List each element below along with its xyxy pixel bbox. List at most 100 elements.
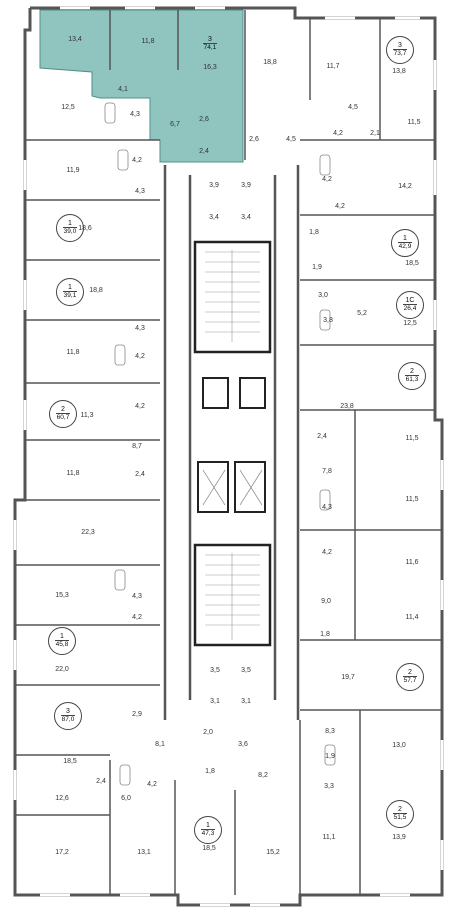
badge-area: 39,0 — [62, 227, 78, 235]
badge-area: 74,1 — [202, 43, 218, 51]
badge-rooms: 2 — [410, 368, 414, 375]
room-area-label: 11,3 — [80, 412, 94, 419]
room-area-label: 8,3 — [325, 728, 335, 735]
room-area-label: 1,9 — [325, 753, 335, 760]
room-area-label: 11,5 — [405, 496, 419, 503]
room-area-label: 4,3 — [322, 504, 332, 511]
room-area-label: 11,8 — [141, 38, 155, 45]
room-area-label: 3,5 — [210, 667, 220, 674]
room-area-label: 8,1 — [155, 741, 165, 748]
room-area-label: 8,2 — [258, 772, 268, 779]
room-area-label: 22,0 — [55, 666, 69, 673]
room-area-label: 2,1 — [370, 130, 380, 137]
room-area-label: 14,2 — [398, 183, 412, 190]
room-area-label: 17,2 — [55, 849, 69, 856]
room-area-label: 3,4 — [241, 214, 251, 221]
room-area-label: 9,0 — [321, 598, 331, 605]
room-area-label: 1,8 — [205, 768, 215, 775]
badge-rooms: 2 — [408, 669, 412, 676]
room-area-label: 7,8 — [322, 468, 332, 475]
badge-area: 73,7 — [392, 49, 408, 57]
badge-area: 57,7 — [402, 676, 418, 684]
room-area-label: 18,6 — [78, 225, 92, 232]
room-area-label: 2,0 — [203, 729, 213, 736]
room-area-label: 4,3 — [135, 188, 145, 195]
badge-area: 39,1 — [62, 291, 78, 299]
room-area-label: 13,8 — [392, 68, 406, 75]
room-area-label: 2,6 — [199, 116, 209, 123]
room-area-label: 3,4 — [209, 214, 219, 221]
badge-rooms: 3 — [208, 36, 212, 43]
room-area-label: 3,9 — [209, 182, 219, 189]
elevator-crosses — [202, 469, 263, 506]
room-area-label: 16,3 — [203, 64, 217, 71]
badge-rooms: 1 — [206, 822, 210, 829]
room-area-label: 18,8 — [263, 59, 277, 66]
room-area-label: 12,5 — [403, 320, 417, 327]
room-area-label: 5,2 — [357, 310, 367, 317]
selected-apartment-area[interactable] — [39, 9, 244, 163]
room-area-label: 6,0 — [121, 795, 131, 802]
room-area-label: 23,8 — [340, 403, 354, 410]
room-area-label: 13,0 — [392, 742, 406, 749]
room-area-label: 18,8 — [89, 287, 103, 294]
stairwell-top — [193, 240, 272, 354]
room-area-label: 4,5 — [286, 136, 296, 143]
room-area-label: 3,6 — [238, 741, 248, 748]
room-area-label: 3,9 — [241, 182, 251, 189]
badge-rooms: 1С — [405, 297, 415, 304]
room-area-label: 4,2 — [132, 157, 142, 164]
room-area-label: 2,6 — [249, 136, 259, 143]
badge-rooms: 3 — [398, 42, 402, 49]
room-area-label: 4,2 — [135, 403, 145, 410]
stair-steps-bottom — [205, 553, 260, 640]
stair-steps-top — [205, 250, 260, 342]
room-area-label: 3,3 — [324, 783, 334, 790]
room-area-label: 11,5 — [405, 435, 419, 442]
room-area-label: 19,7 — [341, 674, 355, 681]
bathroom-fixtures — [104, 102, 336, 786]
room-area-label: 18,5 — [405, 260, 419, 267]
room-area-label: 22,3 — [81, 529, 95, 536]
room-area-label: 2,4 — [317, 433, 327, 440]
room-area-label: 12,6 — [55, 795, 69, 802]
room-area-label: 11,1 — [322, 834, 336, 841]
outer-walls — [13, 6, 444, 907]
room-area-label: 3,1 — [241, 698, 251, 705]
room-area-label: 18,5 — [202, 845, 216, 852]
room-area-label: 3,1 — [210, 698, 220, 705]
badge-rooms: 1 — [68, 220, 72, 227]
room-area-label: 3,5 — [241, 667, 251, 674]
room-area-label: 1,9 — [312, 264, 322, 271]
room-area-label: 4,2 — [322, 176, 332, 183]
room-area-label: 4,3 — [132, 593, 142, 600]
badge-area: 47,3 — [200, 829, 216, 837]
badge-area: 45,8 — [54, 640, 70, 648]
badge-area: 51,5 — [392, 813, 408, 821]
room-area-label: 2,4 — [135, 471, 145, 478]
room-area-label: 11,9 — [66, 167, 80, 174]
badge-area: 26,4 — [402, 304, 418, 312]
corridor-walls — [163, 165, 300, 720]
room-area-label: 4,2 — [333, 130, 343, 137]
room-area-label: 4,2 — [147, 781, 157, 788]
room-area-label: 13,9 — [392, 834, 406, 841]
badge-rooms: 1 — [68, 284, 72, 291]
badge-rooms: 1 — [403, 235, 407, 242]
room-area-label: 3,0 — [318, 292, 328, 299]
room-area-label: 13,1 — [137, 849, 151, 856]
